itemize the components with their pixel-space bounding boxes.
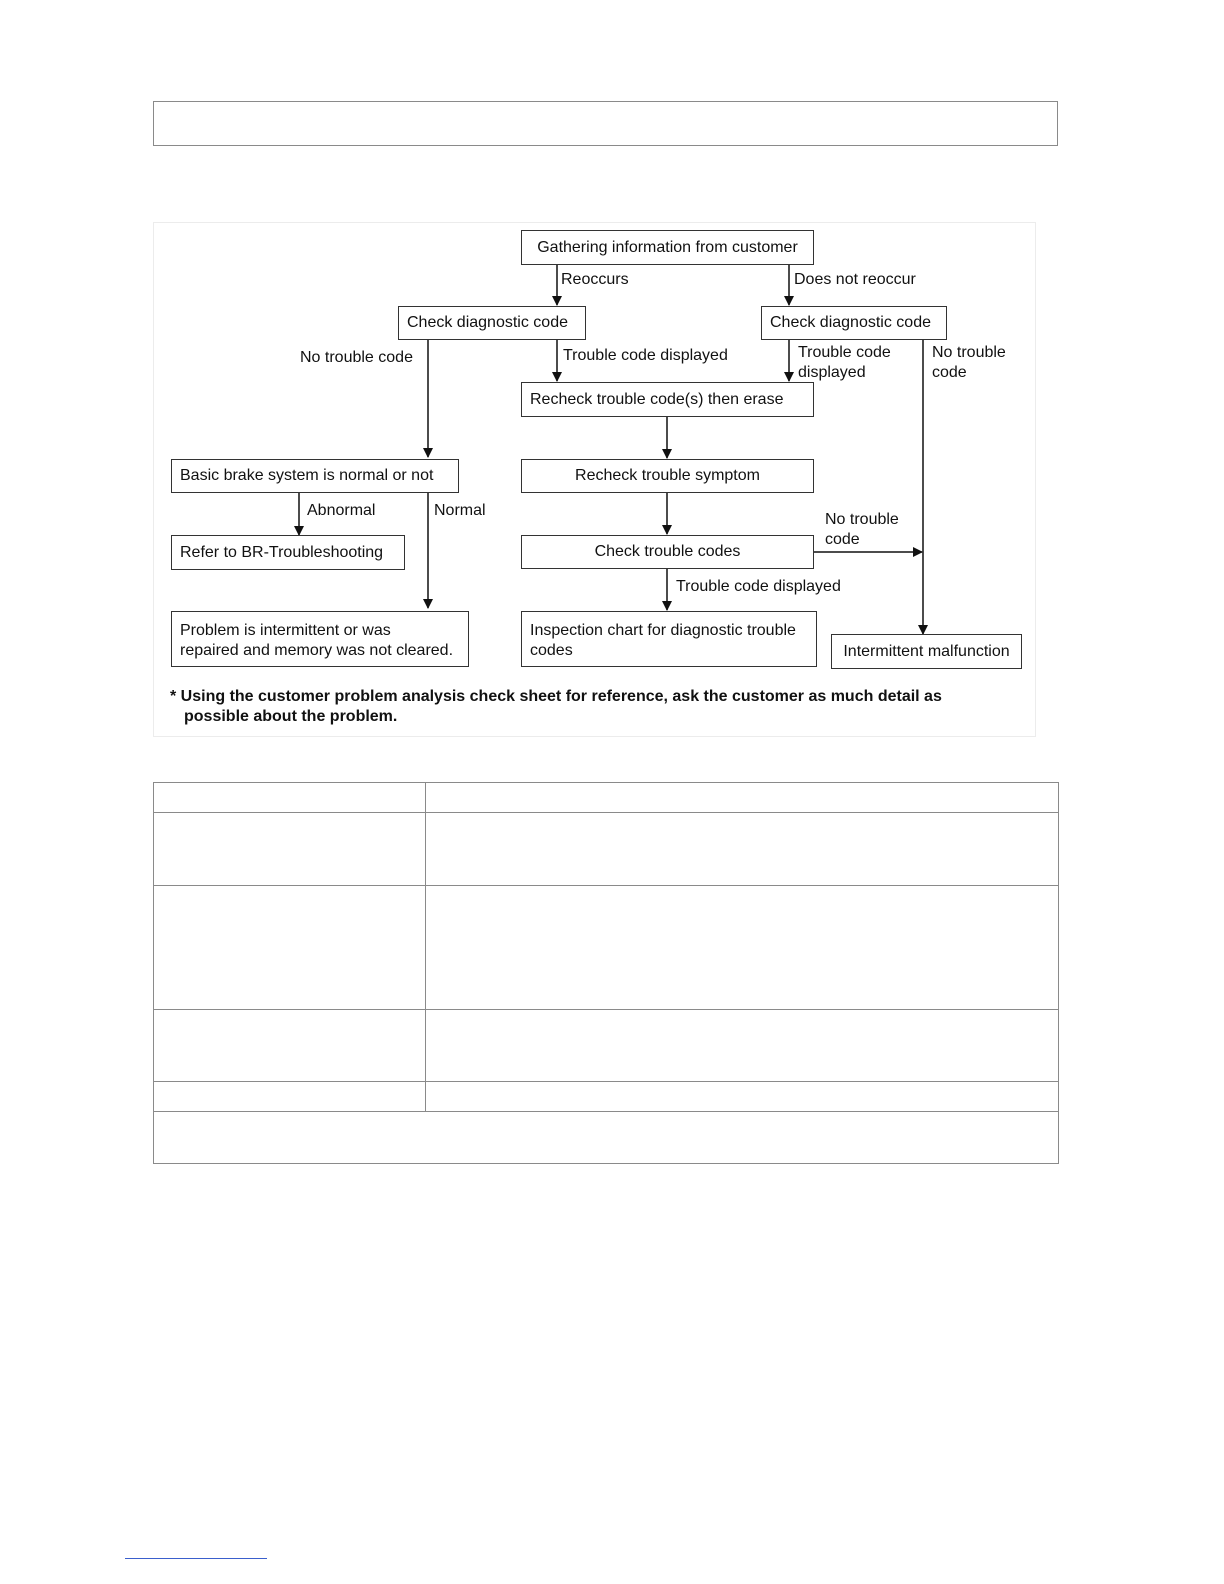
- node-check-diagnostic-code-left: Check diagnostic code: [398, 306, 586, 340]
- empty-table: [153, 782, 1059, 1164]
- node-recheck-trouble-symptom: Recheck trouble symptom: [521, 459, 814, 493]
- node-check-trouble-codes: Check trouble codes: [521, 535, 814, 569]
- table-cell: [153, 782, 426, 813]
- label-no-trouble-codes-line1: No trouble: [825, 511, 899, 528]
- label-no-trouble-right-line2: code: [932, 364, 967, 381]
- node-gathering-label: Gathering information from customer: [537, 238, 798, 256]
- node-refer-br-troubleshooting: Refer to BR-Troubleshooting: [171, 535, 405, 570]
- label-trouble-code-right-line1: Trouble code: [798, 344, 891, 361]
- label-no-trouble-codes-line2: code: [825, 531, 860, 548]
- node-inspection-line2: codes: [530, 642, 573, 659]
- label-abnormal: Abnormal: [307, 502, 376, 519]
- footnote: * Using the customer problem analysis ch…: [170, 687, 1000, 727]
- label-no-trouble-code-left: No trouble code: [300, 349, 413, 366]
- flowchart-panel: Gathering information from customer Chec…: [153, 222, 1036, 737]
- label-trouble-code-right-line2: displayed: [798, 364, 866, 381]
- node-recheck-erase: Recheck trouble code(s) then erase: [521, 382, 814, 417]
- node-intermittent-malfunction: Intermittent malfunction: [831, 634, 1022, 669]
- footnote-line1: * Using the customer problem analysis ch…: [170, 688, 942, 705]
- node-problem-intermittent-line1: Problem is intermittent or was: [180, 622, 391, 639]
- node-recheck-erase-label: Recheck trouble code(s) then erase: [530, 390, 784, 408]
- node-gathering-information: Gathering information from customer: [521, 230, 814, 265]
- flowchart-connectors: [294, 265, 928, 635]
- node-basic-brake-label: Basic brake system is normal or not: [180, 467, 434, 484]
- table-cell: [425, 812, 1059, 886]
- node-check-left-label: Check diagnostic code: [407, 314, 568, 331]
- node-inspection-chart: Inspection chart for diagnostic trouble …: [521, 611, 817, 667]
- node-problem-intermittent-line2: repaired and memory was not cleared.: [180, 642, 454, 659]
- node-basic-brake-system: Basic brake system is normal or not: [171, 459, 459, 493]
- table-cell: [153, 885, 426, 1010]
- node-inspection-line1: Inspection chart for diagnostic trouble: [530, 622, 796, 639]
- label-does-not-reoccur: Does not reoccur: [794, 271, 916, 288]
- label-no-trouble-codes: No trouble code: [825, 510, 899, 550]
- table-cell: [425, 885, 1059, 1010]
- table-cell: [153, 1111, 1059, 1164]
- node-problem-intermittent: Problem is intermittent or was repaired …: [171, 611, 469, 667]
- header-box: [153, 101, 1058, 146]
- table-cell: [425, 1081, 1059, 1112]
- label-trouble-code-displayed-right: Trouble code displayed: [798, 343, 891, 383]
- node-check-codes-label: Check trouble codes: [594, 543, 741, 560]
- label-trouble-code-displayed-bottom: Trouble code displayed: [676, 578, 841, 595]
- node-refer-br-label: Refer to BR-Troubleshooting: [180, 543, 384, 561]
- label-no-trouble-code-right: No trouble code: [932, 343, 1006, 383]
- table-cell: [153, 1081, 426, 1112]
- table-cell: [153, 1009, 426, 1082]
- label-reoccurs: Reoccurs: [561, 271, 629, 288]
- label-normal: Normal: [434, 502, 486, 519]
- footer-divider: [125, 1558, 267, 1559]
- table-cell: [425, 1009, 1059, 1082]
- table-cell: [425, 782, 1059, 813]
- node-malfunction-label: Intermittent malfunction: [843, 642, 1010, 660]
- label-no-trouble-right-line1: No trouble: [932, 344, 1006, 361]
- label-trouble-code-displayed-mid: Trouble code displayed: [563, 347, 728, 364]
- node-recheck-symptom-label: Recheck trouble symptom: [575, 467, 760, 484]
- footnote-line2: possible about the problem.: [184, 708, 398, 725]
- table-cell: [153, 812, 426, 886]
- node-check-right-label: Check diagnostic code: [770, 314, 931, 331]
- node-check-diagnostic-code-right: Check diagnostic code: [761, 306, 947, 340]
